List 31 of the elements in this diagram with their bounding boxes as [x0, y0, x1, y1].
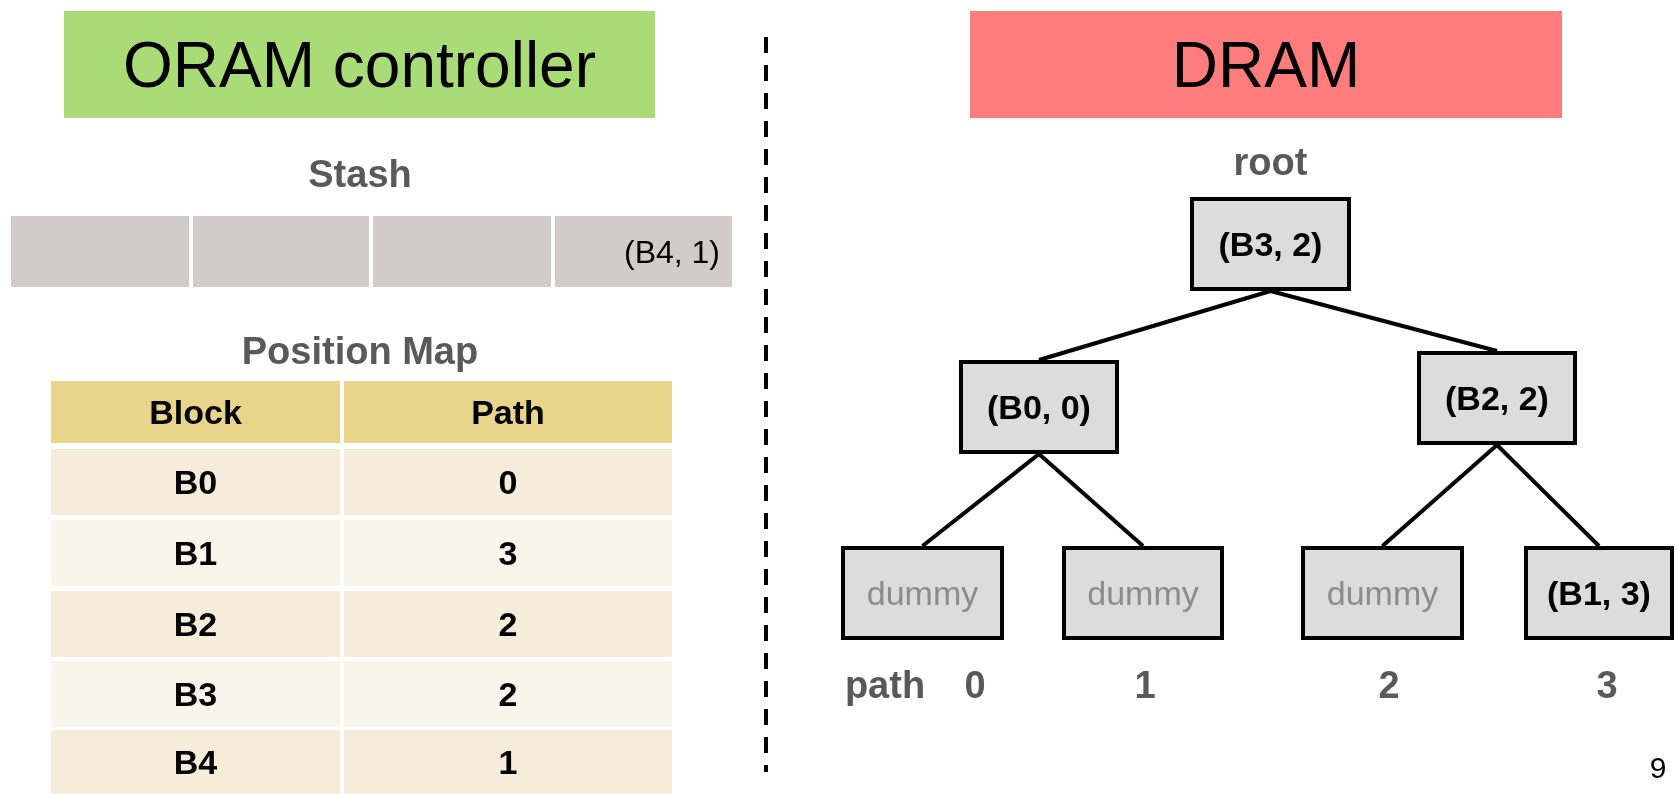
- tree-edge: [1037, 452, 1145, 548]
- path-number: 1: [1133, 662, 1157, 708]
- tree-node-box: (B3, 2): [1190, 197, 1351, 291]
- tree-node-box: dummy: [841, 546, 1004, 640]
- tree-edge: [1270, 289, 1498, 353]
- section-heading: Position Map: [240, 328, 480, 374]
- table-cell: B1: [51, 520, 340, 586]
- table-header-cell: Block: [51, 381, 340, 443]
- path-number: 2: [1377, 662, 1401, 708]
- tree-node-box: (B0, 0): [959, 360, 1119, 454]
- section-heading: Stash: [307, 151, 413, 197]
- path-number: 0: [963, 662, 987, 708]
- tree-edge: [921, 452, 1041, 548]
- table-cell: B4: [51, 730, 340, 794]
- tree-node-box: (B1, 3): [1524, 546, 1674, 640]
- tree-node-box: dummy: [1062, 546, 1224, 640]
- stash-entry: (B4, 1): [622, 232, 721, 272]
- tree-edge: [1495, 443, 1601, 548]
- table-cell: B0: [51, 449, 340, 515]
- title-banner: ORAM controller: [64, 11, 655, 118]
- title-banner: DRAM: [970, 11, 1562, 118]
- tree-node-box: (B2, 2): [1417, 351, 1577, 445]
- tree-edge: [1038, 289, 1272, 362]
- tree-edge: [1381, 443, 1499, 548]
- path-number: path: [843, 662, 927, 708]
- table-cell: B3: [51, 661, 340, 727]
- page-number: 9: [1648, 750, 1668, 786]
- tree-node-box: dummy: [1301, 546, 1464, 640]
- table-cell: B2: [51, 591, 340, 657]
- node-caption: root: [1232, 139, 1309, 185]
- path-number: 3: [1595, 662, 1619, 708]
